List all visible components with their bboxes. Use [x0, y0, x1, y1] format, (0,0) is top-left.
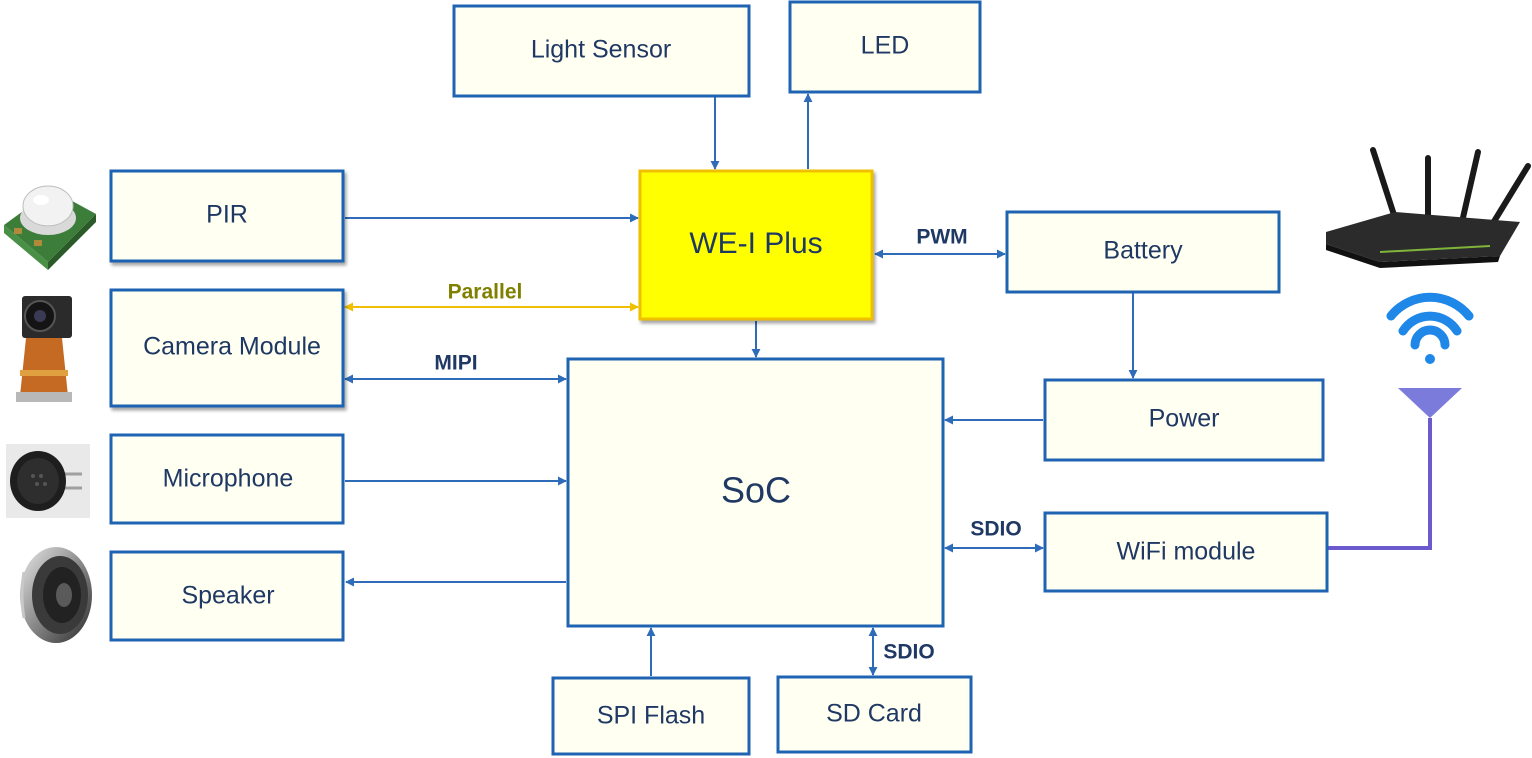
- block-we-i-plus: WE-I Plus: [638, 169, 874, 321]
- led-label: LED: [861, 32, 910, 60]
- router-icon: [1326, 147, 1531, 268]
- spi-flash-label: SPI Flash: [597, 702, 705, 730]
- we-i-plus-label: WE-I Plus: [689, 227, 822, 260]
- block-pir: PIR: [109, 169, 345, 263]
- block-camera-module: Camera Module: [109, 288, 345, 408]
- pir-label: PIR: [206, 201, 248, 229]
- block-power: Power: [1043, 378, 1325, 462]
- sdio-sd-card-link-label: SDIO: [883, 641, 934, 664]
- block-sd-card: SD Card: [776, 675, 973, 754]
- pwm-link-label: PWM: [916, 226, 967, 249]
- wifi-signal-icon: [1386, 292, 1474, 364]
- speaker-label: Speaker: [181, 582, 274, 610]
- block-spi-flash: SPI Flash: [551, 676, 751, 756]
- pir-sensor-icon: [4, 185, 96, 270]
- microphone-label: Microphone: [163, 465, 294, 493]
- parallel-link-label: Parallel: [448, 281, 523, 304]
- connectors: [344, 93, 1138, 676]
- block-battery: Battery: [1005, 210, 1281, 294]
- sd-card-label: SD Card: [826, 700, 922, 728]
- microphone-icon: [6, 444, 90, 518]
- block-led: LED: [788, 0, 982, 94]
- antenna-feed-line: [1328, 418, 1432, 550]
- mipi-link-label: MIPI: [434, 352, 477, 375]
- block-light-sensor: Light Sensor: [452, 4, 751, 98]
- block-speaker: Speaker: [109, 550, 345, 642]
- power-label: Power: [1149, 405, 1220, 433]
- block-wifi-module: WiFi module: [1043, 511, 1329, 593]
- battery-label: Battery: [1103, 237, 1183, 265]
- block-microphone: Microphone: [109, 433, 345, 525]
- speaker-icon: [20, 547, 92, 643]
- light-sensor-label: Light Sensor: [531, 36, 671, 64]
- antenna-icon: [1398, 388, 1462, 418]
- camera-module-icon: [16, 296, 72, 402]
- sdio-wifi-link-label: SDIO: [970, 518, 1021, 541]
- soc-label: SoC: [721, 470, 791, 511]
- camera-module-label: Camera Module: [143, 333, 321, 361]
- wifi-module-label: WiFi module: [1117, 538, 1256, 566]
- block-soc: SoC: [566, 357, 945, 628]
